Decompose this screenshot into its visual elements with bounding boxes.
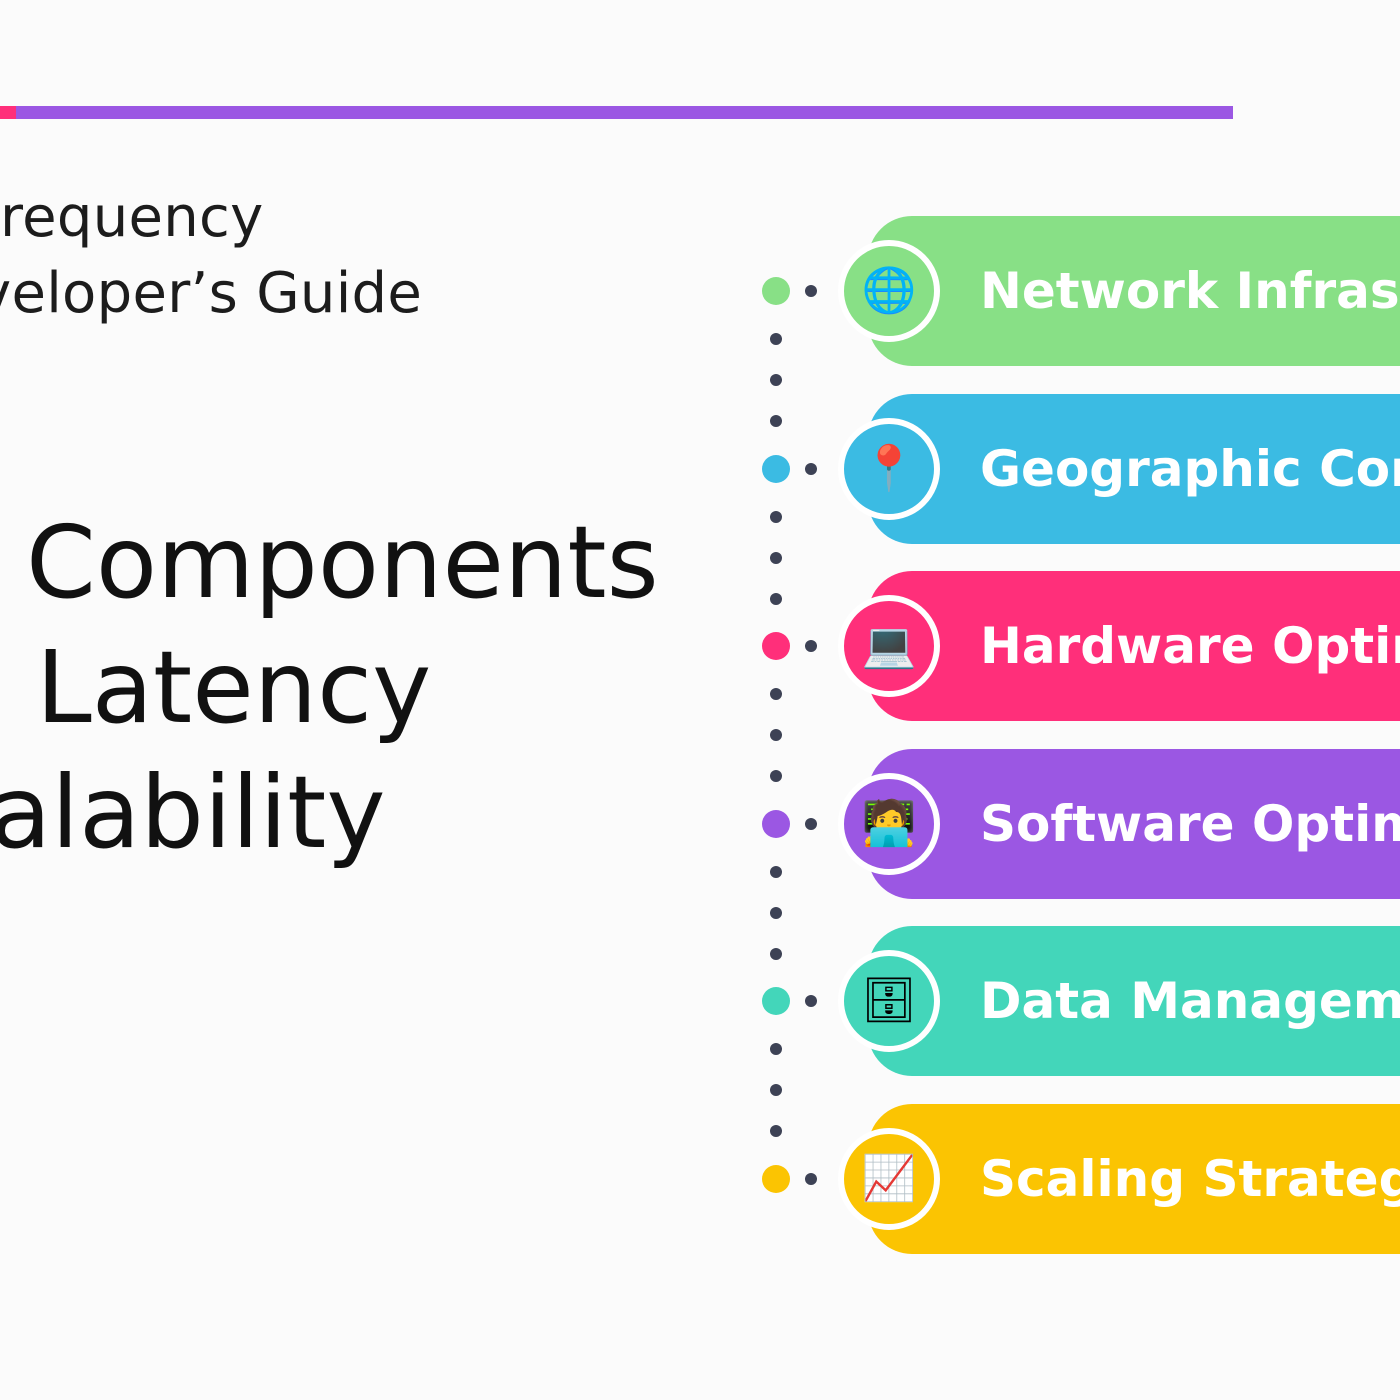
subtitle-line-2: veloper’s Guide — [0, 261, 423, 326]
timeline-dot — [770, 592, 782, 605]
pushpin-icon: 📍 — [838, 417, 940, 520]
timeline-connector — [762, 454, 822, 484]
timeline-dot — [770, 374, 782, 386]
timeline-marker — [762, 632, 790, 660]
topic-card — [868, 1103, 1400, 1254]
timeline-connector-dot — [805, 462, 817, 475]
timeline-connector-dot — [805, 1172, 817, 1185]
title-line-2: Latency — [36, 629, 432, 746]
topic-label: Software Optimiz — [980, 794, 1400, 853]
top-accent-bar-start — [0, 106, 16, 119]
title-line-1: Components — [26, 504, 659, 621]
timeline-connector-dot — [805, 640, 817, 652]
topic-card — [868, 926, 1400, 1076]
timeline-dot — [770, 865, 782, 878]
timeline-dot — [770, 688, 782, 700]
timeline-marker — [762, 454, 790, 483]
timeline-dot — [770, 333, 782, 345]
timeline-marker — [762, 987, 790, 1015]
title-line-3: alability — [0, 754, 386, 871]
topic-label: Geographic Cons — [980, 439, 1400, 498]
timeline-dot — [770, 1125, 782, 1137]
topic-card — [868, 571, 1400, 721]
timeline-dot — [770, 551, 782, 564]
timeline-dot — [770, 1043, 782, 1055]
timeline-dot — [770, 729, 782, 741]
timeline-dot — [770, 1084, 782, 1096]
technologist-icon: 🧑‍💻 — [838, 772, 940, 875]
timeline-dot — [770, 770, 782, 782]
timeline-connector — [762, 276, 822, 306]
timeline-connector — [762, 809, 822, 839]
timeline-marker — [762, 1164, 790, 1193]
chart-increasing-icon: 📈 — [838, 1127, 940, 1230]
file-cabinet-icon: 🗄 — [838, 950, 940, 1052]
topic-card — [868, 393, 1400, 544]
timeline-connector-dot — [805, 285, 817, 297]
page-title: Components Latency alability — [0, 500, 670, 875]
timeline-marker — [762, 277, 790, 305]
topic-label: Data Managemen — [980, 972, 1400, 1030]
timeline-connector — [762, 631, 822, 661]
timeline-connector — [762, 986, 822, 1016]
topic-card — [868, 748, 1400, 899]
subtitle: requency veloper’s Guide — [0, 180, 530, 332]
laptop-icon: 💻 — [838, 595, 940, 697]
subtitle-line-1: requency — [0, 185, 264, 250]
timeline-dot — [770, 510, 782, 523]
timeline-marker — [762, 809, 790, 838]
globe-icon: 🌐 — [838, 240, 940, 342]
timeline-dot — [770, 947, 782, 960]
topic-card — [868, 216, 1400, 366]
timeline-connector — [762, 1164, 822, 1194]
timeline-dot — [770, 415, 782, 427]
timeline-connector-dot — [805, 995, 817, 1007]
topic-label: Hardware Optimi — [980, 617, 1400, 675]
topic-label: Network Infrastru — [980, 262, 1400, 320]
topic-label: Scaling Strategie — [980, 1149, 1400, 1208]
top-accent-bar — [0, 106, 1233, 119]
timeline-dot — [770, 906, 782, 919]
timeline-connector-dot — [805, 817, 817, 830]
